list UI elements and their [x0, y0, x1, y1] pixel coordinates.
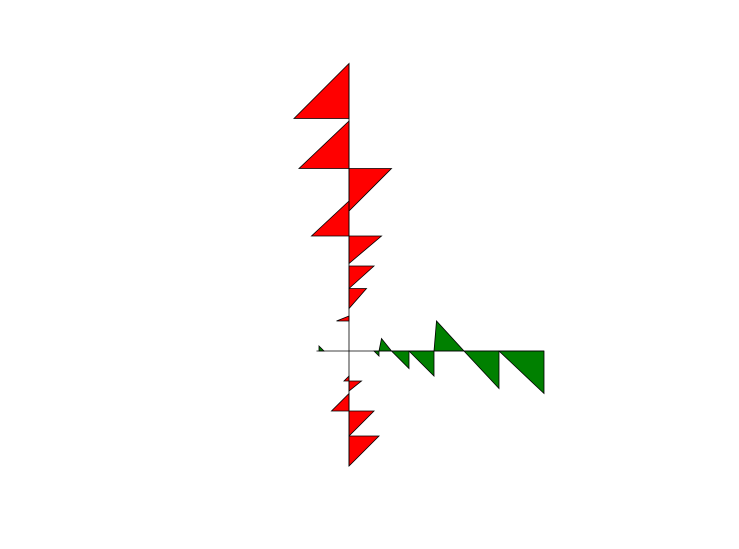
- horizontal-triangle-6: [463, 350, 500, 390]
- vertical-triangle-8: [343, 375, 350, 382]
- horizontal-triangle-0: [318, 345, 325, 352]
- vertical-triangle-9: [348, 380, 363, 392]
- vertical-triangle-11: [348, 410, 375, 437]
- horizontal-triangle-1: [373, 350, 380, 357]
- horizontal-triangle-5: [433, 320, 465, 352]
- vertical-triangle-4: [348, 235, 383, 265]
- horizontal-triangle-3: [390, 350, 410, 370]
- horizontal-triangle-4: [408, 350, 435, 377]
- horizontal-triangle-2: [378, 337, 393, 352]
- vertical-triangle-5: [348, 265, 376, 290]
- vertical-triangle-3: [310, 200, 350, 237]
- series-layer: [293, 62, 545, 467]
- vertical-triangle-1: [297, 120, 350, 169]
- vertical-triangle-0: [293, 62, 350, 119]
- vertical-triangle-6: [348, 288, 368, 310]
- vertical-triangle-12: [348, 435, 380, 467]
- vertical-triangle-7: [336, 315, 350, 322]
- axes-layer: [316, 63, 544, 466]
- vertical-triangle-10: [330, 392, 350, 412]
- vertical-triangle-2: [348, 168, 393, 212]
- horizontal-triangle-7: [497, 350, 545, 395]
